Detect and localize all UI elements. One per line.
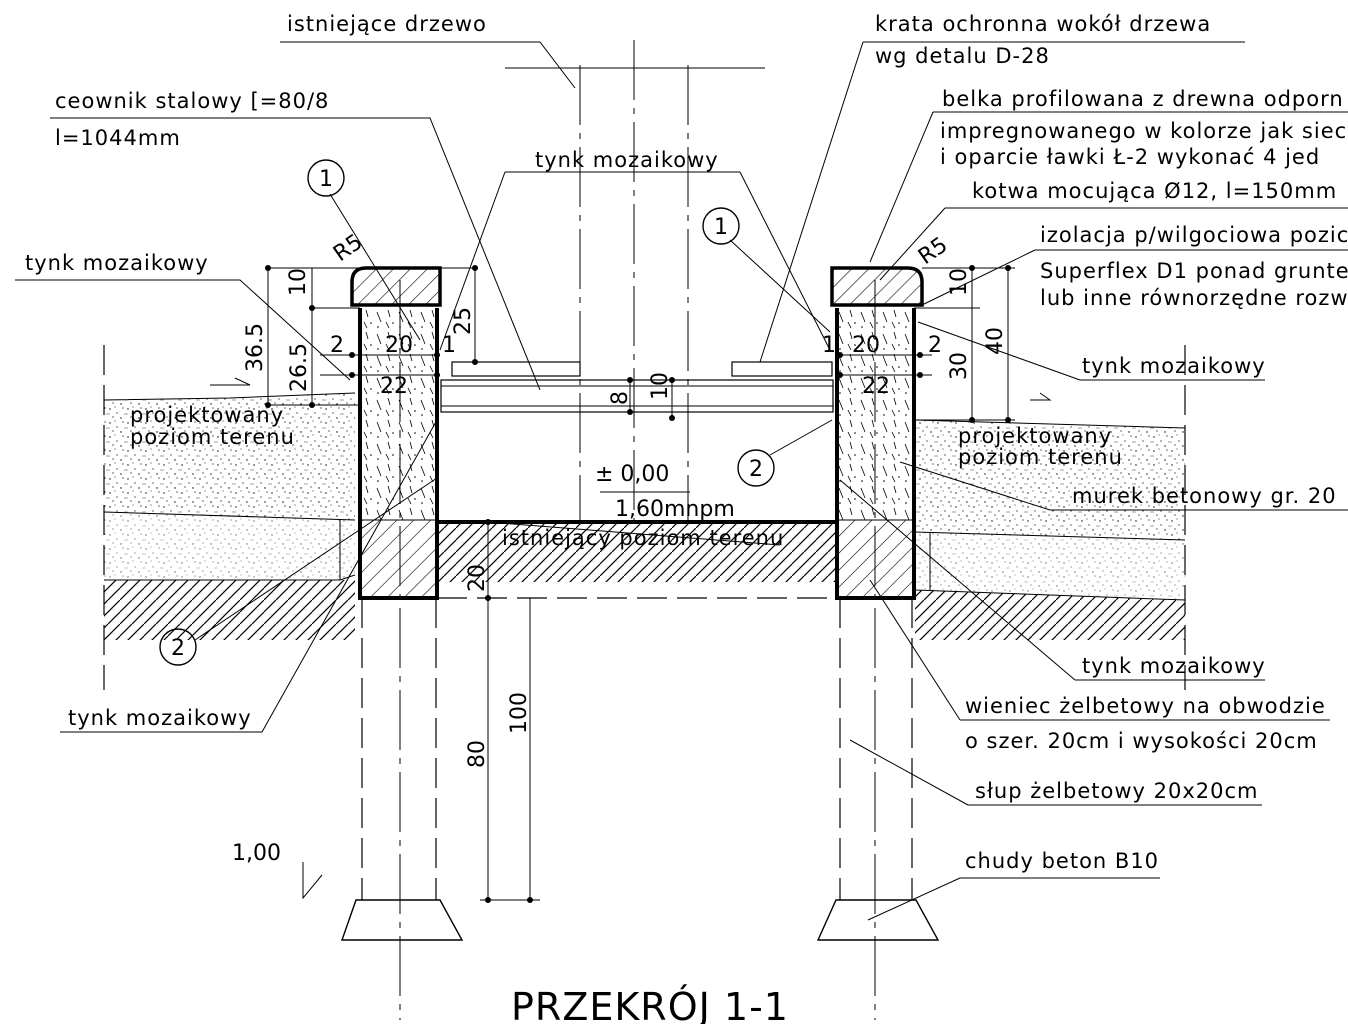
dim-36-5: 36.5: [243, 323, 268, 372]
tree-trunk: [505, 40, 765, 520]
dim-10-mid: 10: [648, 372, 673, 400]
dim-10-left: 10: [286, 268, 311, 296]
marker-2-right: 2: [737, 449, 775, 487]
dim-dots: [265, 265, 1011, 903]
dim-80: 80: [465, 740, 490, 768]
dim-r5-left: R5: [329, 230, 367, 267]
label-tynk-left: tynk mozaikowy: [25, 251, 209, 275]
label-kotwa: kotwa mocująca Ø12, l=150mm: [972, 179, 1337, 203]
label-istniejace-drzewo: istniejące drzewo: [287, 12, 487, 36]
label-projektowany-left-2: poziom terenu: [130, 425, 295, 449]
svg-text:2: 2: [749, 457, 763, 482]
label-izolacja-1: izolacja p/wilgociowa pozic: [1040, 223, 1348, 247]
label-ceownik-2: l=1044mm: [55, 126, 181, 150]
level-100: 1,00: [232, 841, 281, 866]
label-belka-1: belka profilowana z drewna odporn: [942, 87, 1344, 111]
svg-text:2: 2: [171, 636, 185, 661]
ground-right: [914, 419, 1186, 640]
pit-outline: [435, 420, 839, 524]
dim-2-left: 2: [330, 333, 344, 358]
svg-text:1: 1: [319, 167, 333, 192]
marker-2-left: 2: [159, 628, 197, 666]
label-izolacja-2: Superflex D1 ponad grunte: [1040, 259, 1348, 283]
dim-25: 25: [451, 307, 476, 335]
svg-text:1: 1: [714, 215, 728, 240]
label-wieniec-2: o szer. 20cm i wysokości 20cm: [965, 729, 1318, 753]
level-zero: ± 0,00: [595, 462, 669, 487]
label-murek: murek betonowy gr. 20: [1072, 484, 1337, 508]
label-belka-3: i oparcie ławki Ł-2 wykonać 4 jed: [940, 145, 1320, 169]
dim-22-right: 22: [862, 374, 890, 399]
dim-20-left: 20: [385, 333, 413, 358]
right-wall: [830, 266, 924, 600]
dim-8: 8: [608, 391, 633, 405]
dim-40: 40: [983, 327, 1008, 355]
marker-1-right: 1: [702, 207, 740, 245]
label-tynk-right-low: tynk mozaikowy: [1082, 654, 1266, 678]
label-projektowany-left-1: projektowany: [130, 403, 284, 427]
dim-20-right: 20: [852, 333, 880, 358]
label-slup: słup żelbetowy 20x20cm: [975, 779, 1259, 803]
label-krata-2: wg detalu D-28: [875, 44, 1050, 68]
piles: [103, 280, 1186, 1020]
dim-2-right: 2: [928, 333, 942, 358]
label-belka-2: impregnowanego w kolorze jak siec: [940, 119, 1347, 143]
drawing-title: PRZEKRÓJ 1-1: [511, 985, 789, 1024]
label-chudy: chudy beton B10: [965, 849, 1159, 873]
dim-30: 30: [947, 352, 972, 380]
label-tynk-top: tynk mozaikowy: [535, 148, 719, 172]
dim-1-left: 1: [442, 333, 456, 358]
label-krata-1: krata ochronna wokół drzewa: [875, 12, 1211, 36]
grate: [440, 361, 834, 413]
dim-22-left: 22: [380, 374, 408, 399]
label-izolacja-3: lub inne równorzędne rozw: [1040, 286, 1348, 310]
dim-1-right: 1: [822, 333, 836, 358]
ground-left: [103, 392, 356, 640]
label-tynk-right: tynk mozaikowy: [1082, 354, 1266, 378]
label-ceownik-1: ceownik stalowy [=80/8: [55, 89, 329, 113]
label-projektowany-right-2: poziom terenu: [958, 445, 1123, 469]
label-wieniec-1: wieniec żelbetowy na obwodzie: [965, 694, 1326, 718]
dim-100: 100: [507, 692, 532, 734]
level-npm: 1,60mnpm: [615, 497, 735, 522]
label-tynk-bottom-left: tynk mozaikowy: [68, 706, 252, 730]
marker-1-left: 1: [307, 159, 345, 197]
dimension-texts: R5 R5 10 36.5 26.5 25 2 20 1 22 8 10 1 2…: [243, 230, 1008, 768]
label-projektowany-right-1: projektowany: [958, 424, 1112, 448]
dim-r5-right: R5: [914, 233, 952, 270]
leader-lines: [15, 41, 1348, 921]
dim-26-5: 26.5: [287, 343, 312, 392]
dim-20-found: 20: [465, 564, 490, 592]
dim-10-right: 10: [947, 268, 972, 296]
labels: istniejące drzewo krata ochronna wokół d…: [25, 12, 1348, 873]
label-istniejacy: istniejący poziom terenu: [502, 526, 784, 550]
